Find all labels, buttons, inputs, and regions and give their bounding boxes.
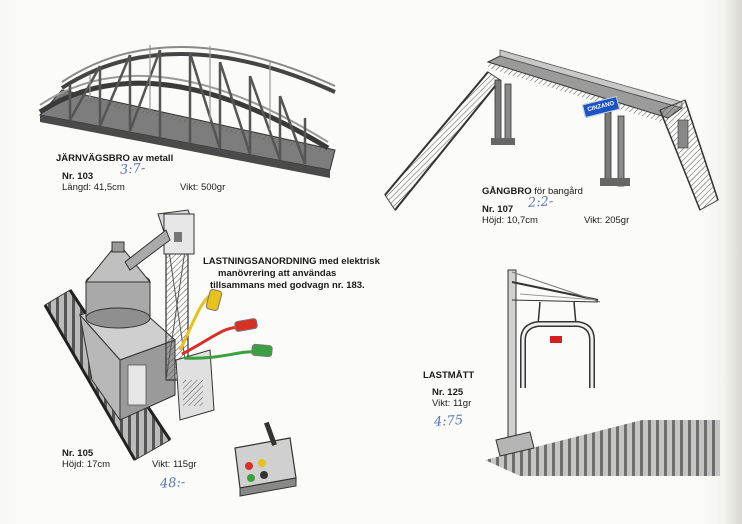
- bridge-title-rest: av metall: [132, 153, 174, 164]
- gauge-price-handwritten: 4:75: [433, 412, 464, 431]
- footbridge-illustration: [384, 49, 719, 214]
- gauge-nr: Nr. 125: [432, 387, 464, 398]
- loader-weight: Vikt: 115gr: [152, 459, 197, 470]
- footbridge-title-bold: GÅNGBRO: [482, 186, 532, 197]
- gauge-title: LASTMÅTT: [423, 370, 475, 381]
- bridge-title: JÄRNVÄGSBRO av metall: [56, 153, 173, 164]
- footbridge-weight: Vikt: 205gr: [584, 215, 630, 226]
- loader-title: LASTNINGSANORDNING med elektrisk: [203, 256, 380, 267]
- bridge-nr: Nr. 103: [62, 171, 94, 182]
- bridge-price-handwritten: 3:7-: [119, 161, 146, 178]
- bridge-length: Längd: 41,5cm: [62, 182, 125, 193]
- loader-desc-line3: tillsammans med godvagn nr. 183.: [210, 280, 365, 291]
- gauge-illustration: [485, 269, 720, 476]
- bridge-weight: Vikt: 500gr: [180, 182, 226, 193]
- footbridge-title-rest: för bangård: [534, 186, 583, 197]
- gauge-weight: Vikt: 11gr: [432, 398, 472, 409]
- footbridge-price-handwritten: 2:2-: [527, 194, 554, 211]
- loader-nr: Nr. 105: [62, 448, 94, 459]
- loader-illustration: [43, 209, 297, 497]
- footbridge-height: Höjd: 10,7cm: [482, 215, 538, 226]
- bridge-title-bold: JÄRNVÄGSBRO: [56, 153, 130, 164]
- loader-price-handwritten: 48:-: [159, 475, 186, 492]
- loader-title-rest: med elektrisk: [319, 256, 380, 267]
- loader-height: Höjd: 17cm: [62, 459, 111, 470]
- loader-title-bold: LASTNINGSANORDNING: [203, 256, 317, 267]
- loader-desc-line2: manövrering att användas: [218, 268, 337, 279]
- footbridge-nr: Nr. 107: [482, 204, 514, 215]
- footbridge-title: GÅNGBRO för bangård: [482, 186, 583, 197]
- truss-bridge-illustration: [38, 45, 336, 178]
